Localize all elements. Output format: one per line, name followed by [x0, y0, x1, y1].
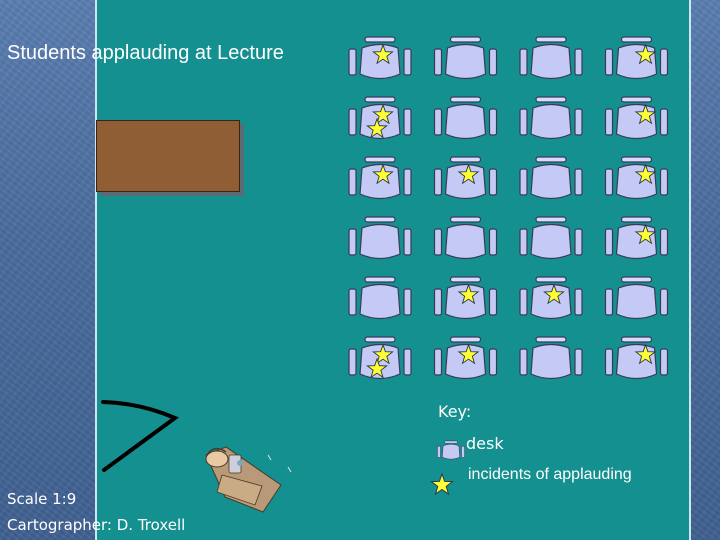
key-desk-label: desk [466, 434, 504, 453]
key-desk-icon [437, 440, 465, 460]
student-desk-icon [348, 216, 412, 260]
student-desk-icon [604, 156, 669, 200]
student-desk-icon [433, 216, 498, 260]
student-desk-icon [519, 216, 583, 260]
student-desk-icon [433, 96, 498, 140]
scale-label: Scale 1:9 [7, 490, 77, 508]
page-title: Students applauding at Lecture [7, 42, 284, 64]
key-applause-star-icon [431, 473, 453, 495]
student-desk-icon [433, 36, 498, 80]
student-desk-icon [519, 36, 583, 80]
key-applause-label: incidents of applauding [468, 466, 632, 483]
applause-stars [366, 44, 656, 378]
student-desk-icon [348, 276, 412, 320]
cartographer-label: Cartographer: D. Troxell [7, 516, 186, 534]
student-desk-icon [519, 336, 583, 380]
student-desk-icon [604, 96, 669, 140]
map-panel [95, 0, 691, 540]
student-desk-icon [519, 96, 583, 140]
student-desks [348, 36, 669, 380]
student-desk-icon [604, 216, 669, 260]
student-desk-icon [519, 156, 583, 200]
student-desk-icon [604, 36, 669, 80]
key-title: Key: [438, 402, 472, 421]
student-desk-icon [604, 336, 669, 380]
door-line-icon [101, 400, 180, 472]
teacher-desk [96, 120, 240, 192]
student-desk-icon [604, 276, 669, 320]
lecturer-figure-icon [205, 446, 292, 513]
